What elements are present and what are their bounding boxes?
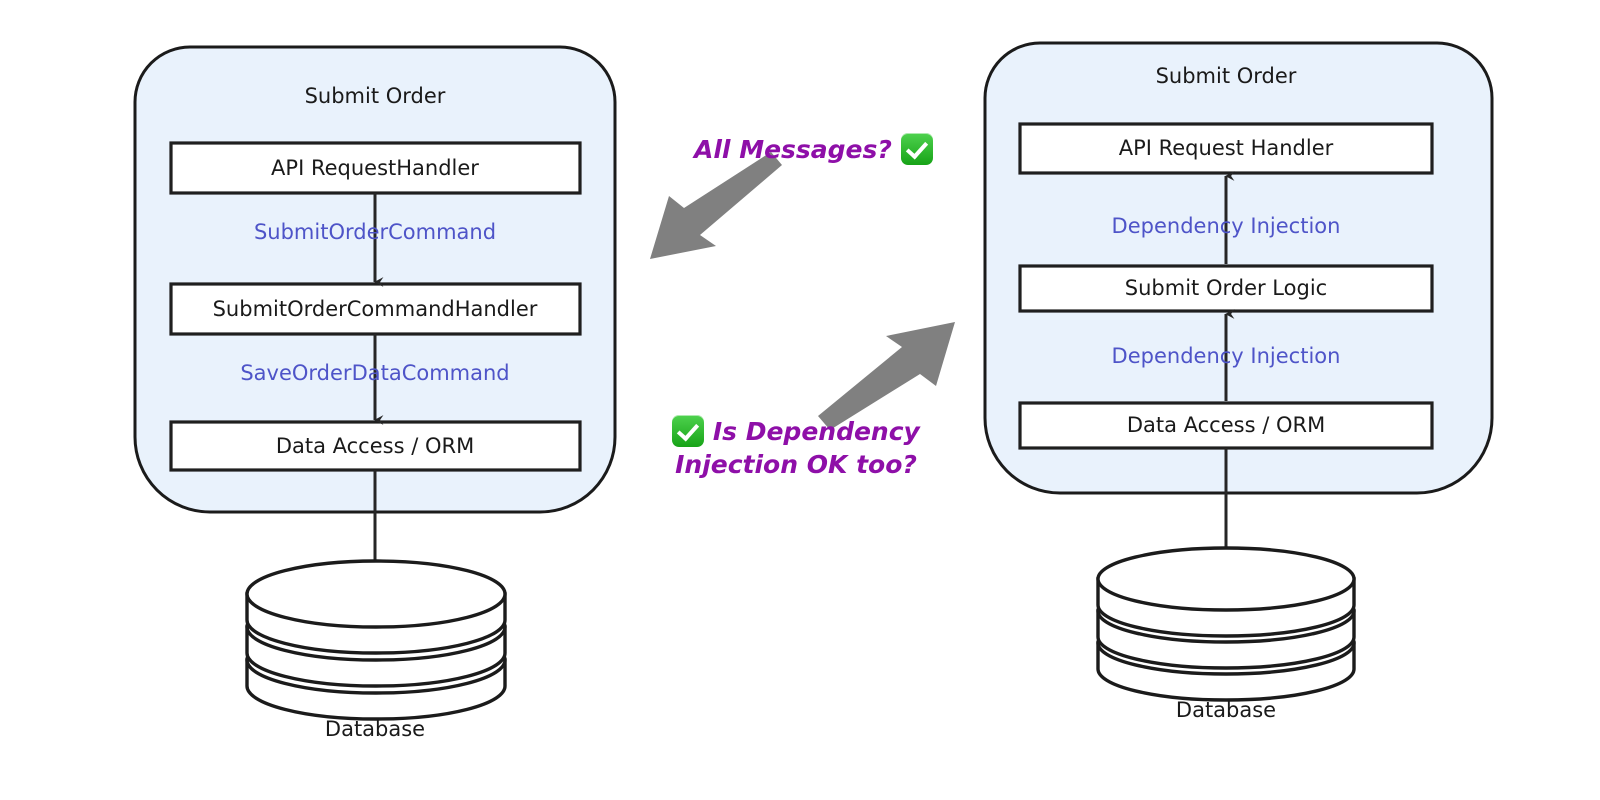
annotation-dependency-injection-line2: OK too?: [806, 449, 917, 479]
right-box-label-1: API Request Handler: [1118, 136, 1334, 160]
left-box-data-access-orm[interactable]: [169, 420, 582, 472]
annotation-all-messages-text: All Messages?: [694, 135, 892, 164]
right-box-label-2: Submit Order Logic: [1124, 276, 1328, 300]
right-box-data-access-orm[interactable]: [1018, 401, 1434, 450]
green-check-icon-2: [672, 415, 705, 447]
left-box-label-2: SubmitOrderCommandHandler: [212, 297, 538, 321]
right-box-api-request-handler[interactable]: [1018, 122, 1434, 175]
right-box-submit-order-logic[interactable]: [1018, 264, 1434, 313]
right-edge-label-1: Dependency Injection: [1111, 214, 1341, 238]
annotation-arrow-down-left: [650, 152, 782, 259]
left-edge-label-2: SaveOrderDataCommand: [240, 361, 510, 385]
left-box-label-1: API RequestHandler: [271, 156, 479, 180]
annotation-dependency-injection: Is Dependency Injection OK too?: [646, 415, 946, 481]
left-edge-label-1: SubmitOrderCommand: [253, 220, 497, 244]
annotation-arrow-up-right: [818, 322, 955, 430]
left-box-label-3: Data Access / ORM: [275, 434, 475, 458]
green-check-icon: [900, 133, 933, 165]
right-database-icon: [1096, 546, 1356, 702]
right-edge-label-2: Dependency Injection: [1111, 344, 1341, 368]
right-group-title: Submit Order: [1155, 64, 1297, 88]
left-box-api-request-handler[interactable]: [169, 141, 582, 195]
left-group-title: Submit Order: [304, 84, 446, 108]
annotation-dependency-injection-line1: Is Dependency Injection: [675, 417, 920, 479]
left-database-label: Database: [324, 717, 426, 741]
right-box-label-3: Data Access / ORM: [1126, 413, 1326, 437]
right-database-label: Database: [1175, 698, 1277, 722]
annotation-all-messages: All Messages?: [694, 133, 933, 167]
left-database-icon: [245, 559, 507, 721]
